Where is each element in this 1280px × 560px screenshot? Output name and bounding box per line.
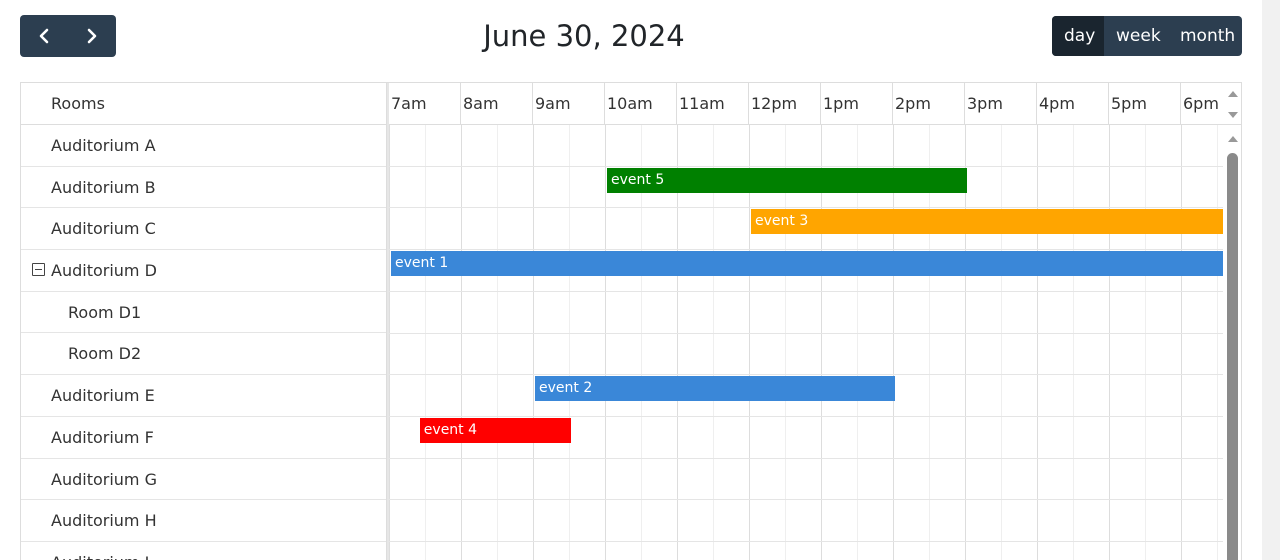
event-bar[interactable]: event 5 (607, 167, 967, 193)
view-day-button[interactable]: day (1052, 16, 1104, 56)
resource-row[interactable]: Auditorium E (21, 375, 386, 417)
scroll-up-icon[interactable] (1228, 91, 1238, 97)
hour-header-cell: 6pm (1181, 83, 1241, 124)
resource-label: Auditorium H (51, 511, 157, 531)
resource-row[interactable]: Room D2 (21, 333, 386, 376)
resource-label: Auditorium I (51, 542, 149, 560)
timeline-grid[interactable]: event 5 event 3 event 1 event 2 event 4 (389, 125, 1223, 560)
scroll-up-icon[interactable] (1228, 136, 1238, 142)
hour-header-cell: 7am (389, 83, 461, 124)
view-week-button[interactable]: week (1116, 26, 1161, 46)
resource-list: Auditorium A Auditorium B Auditorium C Audi… (21, 125, 386, 560)
hour-header-cell: 8am (461, 83, 533, 124)
resource-label: Auditorium E (51, 386, 155, 406)
resource-label: Auditorium D (51, 261, 157, 281)
resource-row[interactable]: Auditorium A (21, 125, 386, 167)
hour-header-cell: 11am (677, 83, 749, 124)
resource-label: Auditorium F (51, 427, 154, 447)
page-scrollbar[interactable] (1262, 0, 1280, 560)
chevron-right-icon (87, 28, 97, 44)
resource-row[interactable]: Auditorium I (21, 542, 386, 560)
header-scroll-arrows[interactable] (1223, 83, 1241, 125)
next-button[interactable] (68, 15, 116, 57)
resource-row[interactable]: Auditorium D (21, 250, 386, 292)
hour-header-cell: 2pm (893, 83, 965, 124)
resource-label: Room D1 (68, 302, 142, 322)
resource-label: Auditorium G (51, 469, 157, 489)
date-title: June 30, 2024 (483, 19, 685, 53)
event-bar[interactable]: event 3 (751, 209, 1223, 235)
resource-label: Auditorium B (51, 177, 156, 197)
hour-header-cell: 3pm (965, 83, 1037, 124)
resource-label: Auditorium C (51, 219, 156, 239)
resource-label: Auditorium A (51, 136, 156, 155)
grid-lines (389, 125, 1223, 560)
hour-header-cell: 12pm (749, 83, 821, 124)
resource-row[interactable]: Auditorium H (21, 500, 386, 542)
column-splitter[interactable] (386, 83, 389, 560)
navigation-button-group (20, 15, 116, 57)
resource-row[interactable]: Room D1 (21, 292, 386, 334)
view-month-button[interactable]: month (1180, 26, 1236, 46)
event-bar[interactable]: event 4 (419, 417, 571, 443)
resource-row[interactable]: Auditorium C (21, 208, 386, 251)
resource-column-header: Rooms (21, 83, 386, 125)
hour-header-cell: 9am (533, 83, 605, 124)
resource-row[interactable]: Auditorium B (21, 167, 386, 209)
scrollbar-thumb[interactable] (1227, 153, 1238, 560)
event-bar[interactable]: event 1 (391, 251, 1223, 277)
resource-row[interactable]: Auditorium F (21, 417, 386, 459)
view-switcher: day week month (1052, 16, 1242, 56)
scroll-down-icon[interactable] (1228, 112, 1238, 118)
resource-row[interactable]: Auditorium G (21, 459, 386, 501)
hour-header-cell: 1pm (821, 83, 893, 124)
collapse-icon[interactable] (32, 263, 45, 277)
resource-label: Room D2 (68, 344, 142, 364)
prev-button[interactable] (20, 15, 68, 57)
event-bar[interactable]: event 2 (535, 376, 895, 402)
grid-scrollbar[interactable] (1223, 125, 1241, 560)
chevron-left-icon (39, 28, 49, 44)
hour-header-cell: 4pm (1037, 83, 1109, 124)
hour-header-cell: 10am (605, 83, 677, 124)
hour-header-cell: 5pm (1109, 83, 1181, 124)
